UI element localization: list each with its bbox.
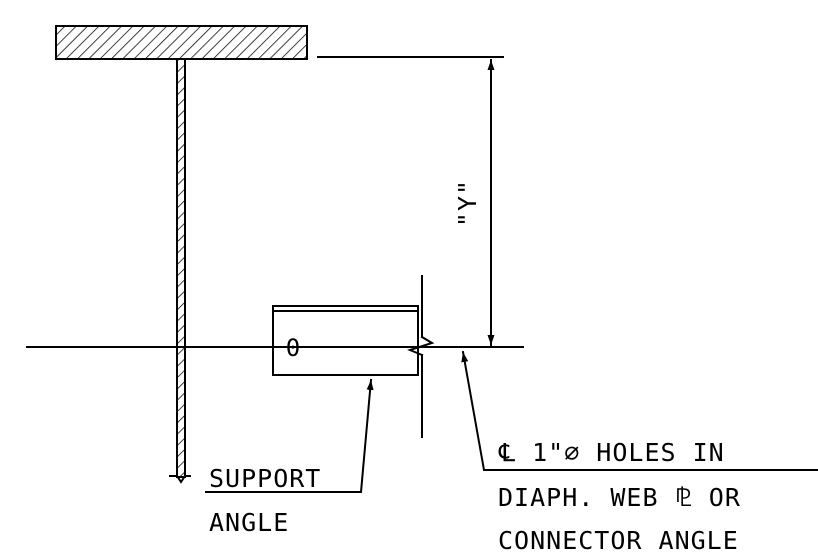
support-angle-label-line1: SUPPORT: [209, 464, 321, 493]
support-angle-label-line2: ANGLE: [209, 508, 289, 537]
holes-label-line1: ℄ 1"∅ HOLES IN: [498, 438, 725, 467]
support-angle: [272, 305, 419, 376]
girder-web: [169, 58, 191, 484]
holes-leader: [461, 350, 818, 471]
dimension-label: "Y": [453, 179, 482, 227]
hole-mark: 0: [286, 334, 300, 362]
holes-label-line2: DIAPH. WEB ⅊ OR: [498, 483, 741, 512]
web-break-symbol: [169, 475, 191, 484]
top-flange: [55, 25, 308, 60]
support-angle-leader: [205, 378, 374, 493]
holes-label-line3: CONNECTOR ANGLE: [498, 526, 739, 555]
diaphragm-web-plate: [407, 275, 435, 438]
